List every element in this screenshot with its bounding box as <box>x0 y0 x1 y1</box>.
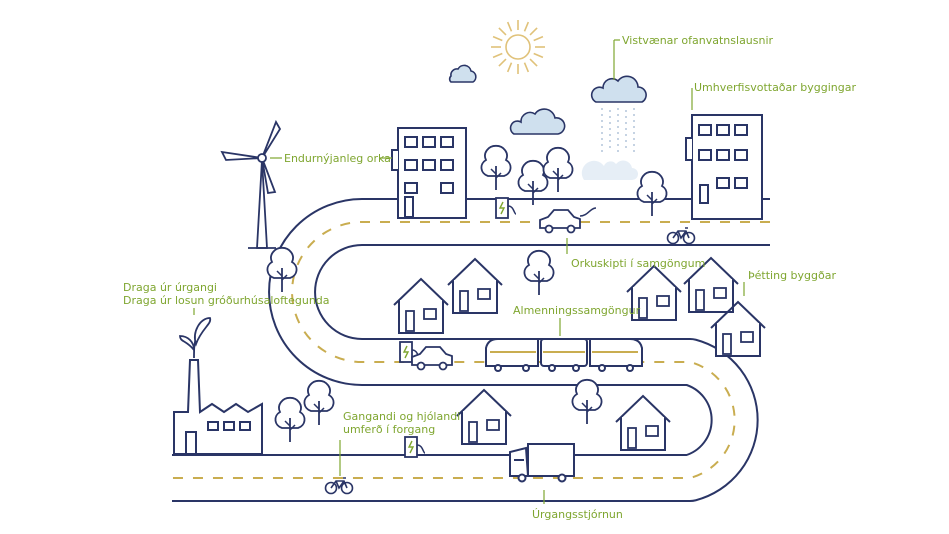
sun-ray <box>492 35 503 42</box>
train-icon <box>485 338 643 372</box>
cloud-icon <box>509 108 566 135</box>
sun-ray <box>498 27 507 36</box>
sun-ray <box>523 21 530 32</box>
road <box>172 198 770 502</box>
apartment-building-icon <box>685 114 763 220</box>
sun-ray <box>533 52 544 59</box>
sun-ray <box>533 35 544 42</box>
sun-ray <box>523 62 530 73</box>
tree-icon <box>274 396 306 443</box>
tree-icon <box>303 379 335 426</box>
rain-cloud-icon <box>590 75 647 103</box>
house-icon <box>447 258 503 314</box>
sun-icon <box>491 20 545 74</box>
label-densification: Þétting byggðar <box>748 269 837 282</box>
garbage-truck-icon <box>509 443 575 483</box>
sun-ray <box>492 52 503 59</box>
tree-icon <box>480 144 512 191</box>
label-reduce-waste-line1: Draga úr úrgangi <box>123 281 217 294</box>
factory-icon <box>173 359 263 455</box>
cloud-icon <box>581 160 638 180</box>
sun-ray <box>506 62 513 73</box>
sun-ray <box>506 21 513 32</box>
sun-ray <box>529 58 538 67</box>
house-icon <box>393 278 449 334</box>
apartment-building-icon <box>391 127 467 219</box>
label-public-transport: Almenningssamgöngur <box>513 304 641 317</box>
cloud-icon <box>448 64 477 83</box>
leaf-icon <box>179 317 212 359</box>
label-reduce-waste-line2: Draga úr losun gróðurhúsaloftegunda <box>123 294 330 307</box>
label-renewable-energy: Endurnýjanleg orka <box>284 152 391 165</box>
label-stormwater: Vistvænar ofanvatnslausnir <box>622 34 774 47</box>
sun-ray <box>529 27 538 36</box>
label-transport-energy-shift: Orkuskipti í samgöngum <box>571 257 706 270</box>
tree-icon <box>523 249 555 296</box>
tree-icon <box>571 378 603 425</box>
house-icon <box>456 389 512 445</box>
label-walking-cycling-line1: Gangandi og hjólandi <box>343 410 461 423</box>
rain-icon <box>601 108 635 154</box>
label-walking-cycling: Gangandi og hjólandi umferð í forgang <box>343 410 460 436</box>
charging-cable-icon <box>579 207 597 217</box>
label-reduce-waste: Draga úr úrgangi Draga úr losun gróðurhú… <box>123 281 330 307</box>
label-certified-buildings: Umhverfisvottaðar byggingar <box>694 81 857 94</box>
house-icon <box>615 395 671 451</box>
label-walking-cycling-line2: umferð í forgang <box>343 423 436 436</box>
sun-ray <box>498 58 507 67</box>
wind-turbine-icon <box>220 119 282 249</box>
label-waste-management: Úrgangsstjórnun <box>532 508 623 521</box>
